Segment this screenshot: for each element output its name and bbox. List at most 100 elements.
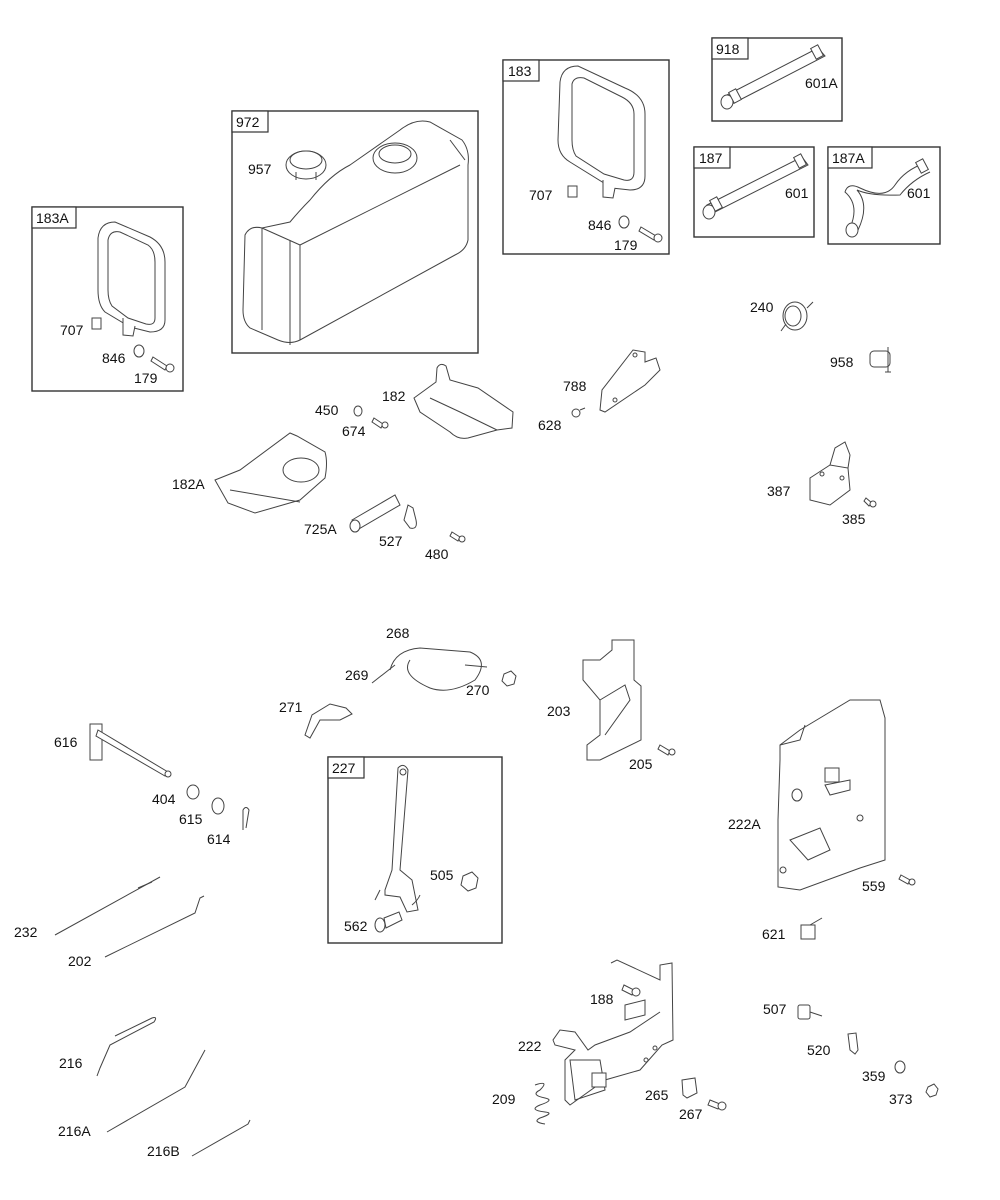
terminal-part xyxy=(847,1032,859,1055)
nut-part xyxy=(501,670,517,687)
part-label-240: 240 xyxy=(750,299,774,315)
part-label-846: 846 xyxy=(588,217,612,233)
throttle-link-part xyxy=(106,1049,206,1133)
part-label-359: 359 xyxy=(862,1068,886,1084)
part-label-601A: 601A xyxy=(805,75,838,91)
governor-link-part xyxy=(104,895,205,958)
washer-part xyxy=(186,784,200,800)
screw-part xyxy=(707,1099,727,1111)
part-label-385: 385 xyxy=(842,511,866,527)
part-label-621: 621 xyxy=(762,926,786,942)
part-label-958: 958 xyxy=(830,354,854,370)
part-label-559: 559 xyxy=(862,878,886,894)
governor-shaft-part xyxy=(89,723,172,778)
group-918: 918 601A xyxy=(711,37,843,122)
fuel-pump-part xyxy=(809,441,851,506)
cable-clamp-part xyxy=(304,703,353,739)
terminal-stud-part xyxy=(797,1004,823,1020)
screw-part xyxy=(657,744,676,756)
hairpin-clip-part xyxy=(242,807,250,830)
part-label-562: 562 xyxy=(344,918,368,934)
clip-part xyxy=(800,917,823,940)
washer-part xyxy=(353,405,363,417)
part-label-222A: 222A xyxy=(728,816,761,832)
governor-spring-link-part xyxy=(54,876,161,936)
part-label-505: 505 xyxy=(430,867,454,883)
part-label-267: 267 xyxy=(679,1106,703,1122)
part-label-188: 188 xyxy=(590,991,614,1007)
part-label-216A: 216A xyxy=(58,1123,91,1139)
part-label-480: 480 xyxy=(425,546,449,562)
fuel-line-elbow-part xyxy=(844,158,931,238)
screw-part xyxy=(638,226,663,243)
group-183: 183 707 846 179 xyxy=(502,59,670,255)
part-label-182: 182 xyxy=(382,388,406,404)
part-label-265: 265 xyxy=(645,1087,669,1103)
fuel-tank-strap-part xyxy=(557,65,646,199)
part-label-205: 205 xyxy=(629,756,653,772)
part-label-202: 202 xyxy=(68,953,92,969)
group-187A: 187A 601 xyxy=(827,146,941,245)
part-label-387: 387 xyxy=(767,483,791,499)
part-label-271: 271 xyxy=(279,699,303,715)
screw-part xyxy=(371,417,389,429)
clamp-part xyxy=(403,504,417,529)
part-label-507: 507 xyxy=(763,1001,787,1017)
part-label-846: 846 xyxy=(102,350,126,366)
part-label-222: 222 xyxy=(518,1038,542,1054)
screw-part xyxy=(571,407,586,418)
fuel-tank-part xyxy=(242,120,469,345)
screw-part xyxy=(374,911,403,933)
fuel-line-part xyxy=(702,153,809,220)
group-label-918: 918 xyxy=(716,41,740,57)
fuel-line-part xyxy=(720,44,826,110)
group-972: 972 957 xyxy=(231,110,479,354)
part-label-674: 674 xyxy=(342,423,366,439)
part-label-232: 232 xyxy=(14,924,38,940)
screw-part xyxy=(898,874,916,886)
heat-shield-part xyxy=(413,363,514,439)
part-label-269: 269 xyxy=(345,667,369,683)
choke-link-part xyxy=(96,1017,157,1077)
part-label-628: 628 xyxy=(538,417,562,433)
group-183A: 183A 707 846 179 xyxy=(31,206,184,392)
screw-part xyxy=(449,531,466,543)
screw-part xyxy=(621,984,641,997)
bracket-part xyxy=(599,349,661,413)
group-label-187A: 187A xyxy=(832,150,865,166)
group-label-183: 183 xyxy=(508,63,532,79)
part-label-616: 616 xyxy=(54,734,78,750)
part-label-615: 615 xyxy=(179,811,203,827)
nut-part xyxy=(460,871,479,892)
tube-spacer-part xyxy=(349,494,401,533)
nut-clip-part xyxy=(567,185,578,198)
part-label-707: 707 xyxy=(529,187,553,203)
fuel-shutoff-valve-part xyxy=(869,347,891,373)
heat-shield-plate-part xyxy=(214,432,327,514)
part-label-601: 601 xyxy=(785,185,809,201)
group-label-187: 187 xyxy=(699,150,723,166)
screw-part xyxy=(150,356,175,373)
group-227: 227 505 562 xyxy=(327,756,503,944)
control-plate-part xyxy=(777,699,886,891)
part-label-203: 203 xyxy=(547,703,571,719)
nut-clip-part xyxy=(91,317,102,330)
part-label-404: 404 xyxy=(152,791,176,807)
group-187: 187 601 xyxy=(693,146,815,238)
control-bracket-222-part xyxy=(552,959,674,1106)
part-label-788: 788 xyxy=(563,378,587,394)
part-label-520: 520 xyxy=(807,1042,831,1058)
part-label-957: 957 xyxy=(248,161,272,177)
part-label-270: 270 xyxy=(466,682,490,698)
lock-washer-part xyxy=(894,1060,906,1074)
fuel-filter-part xyxy=(780,301,814,332)
part-label-179: 179 xyxy=(614,237,638,253)
retaining-ring-part xyxy=(211,797,225,815)
part-label-216: 216 xyxy=(59,1055,83,1071)
part-label-707: 707 xyxy=(60,322,84,338)
part-label-373: 373 xyxy=(889,1091,913,1107)
part-label-527: 527 xyxy=(379,533,403,549)
part-label-209: 209 xyxy=(492,1091,516,1107)
screw-part xyxy=(863,497,877,508)
